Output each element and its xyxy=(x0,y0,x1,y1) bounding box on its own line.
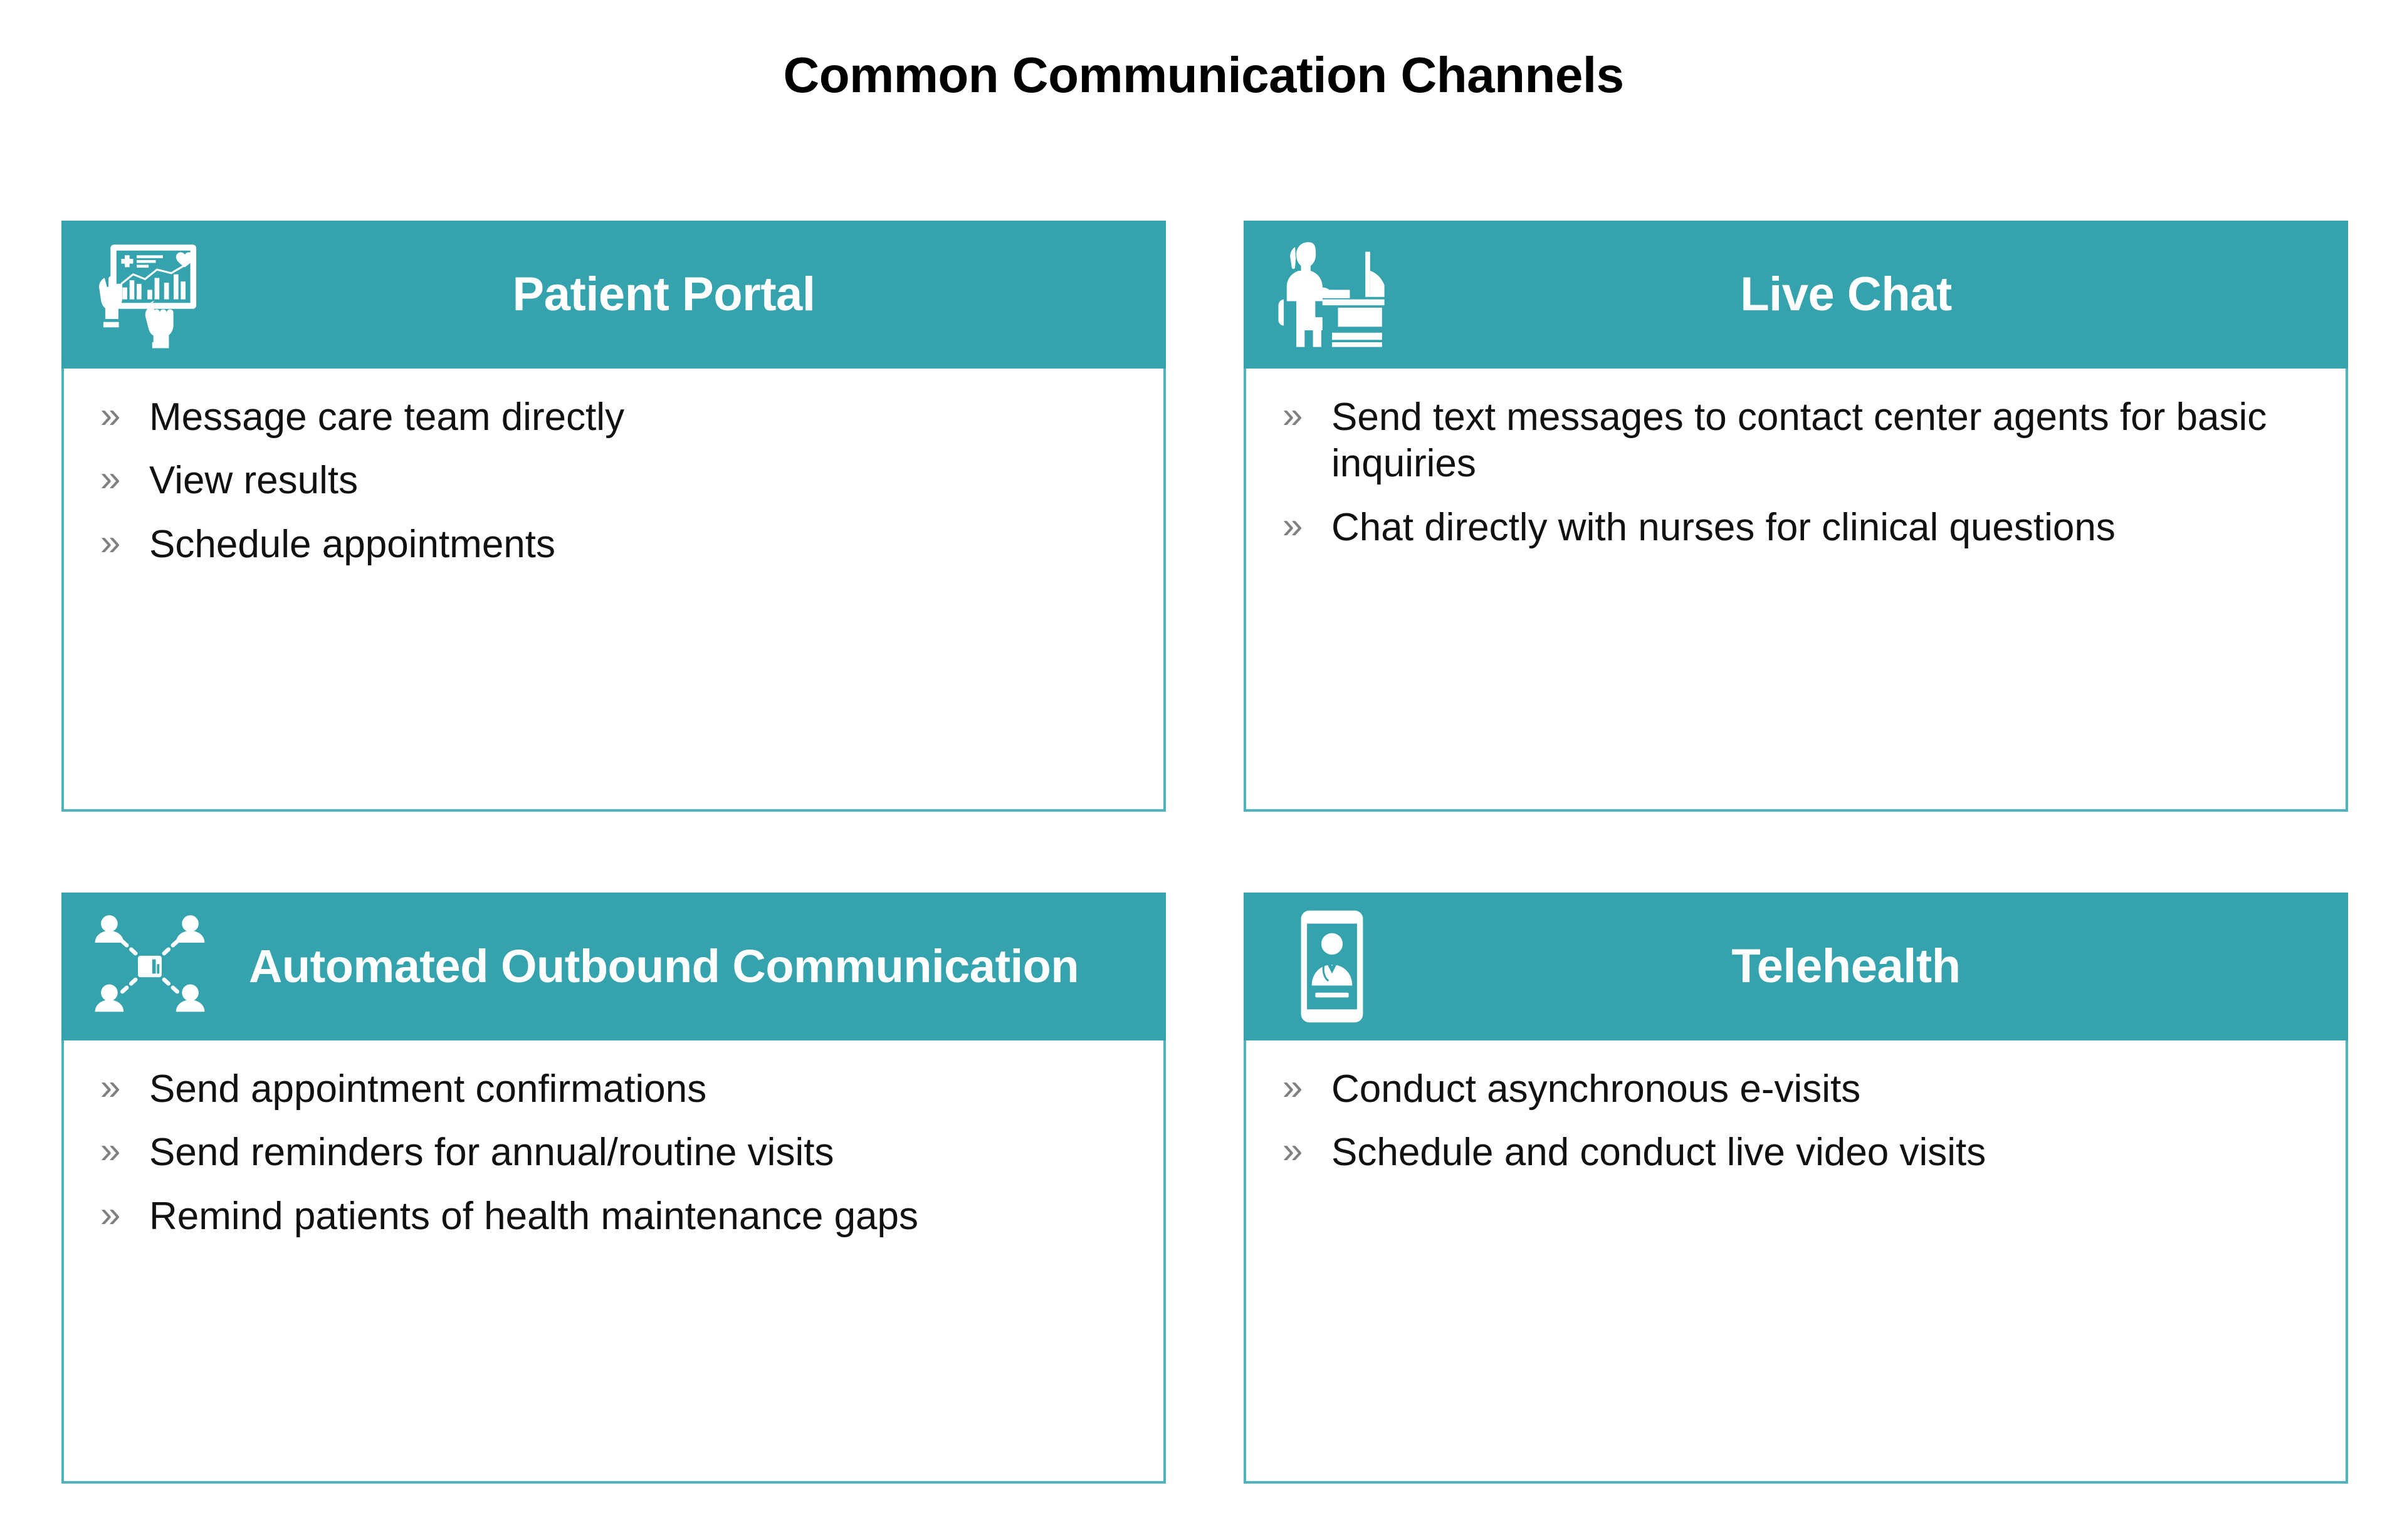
card-body: » Send text messages to contact center a… xyxy=(1244,369,2348,812)
smartphone-doctor-icon xyxy=(1272,907,1392,1026)
bullet-chevron-icon: » xyxy=(1282,505,1303,546)
card-header: Patient Portal xyxy=(61,221,1166,369)
bullet-list: » Conduct asynchronous e-visits » Schedu… xyxy=(1274,1066,2318,1176)
bullet-chevron-icon: » xyxy=(100,1067,121,1108)
list-item-label: View results xyxy=(149,459,359,503)
card-header: Live Chat xyxy=(1244,221,2348,369)
bullet-chevron-icon: » xyxy=(100,1130,121,1171)
person-at-desk-icon xyxy=(1272,235,1392,354)
channel-card-telehealth[interactable]: Telehealth » Conduct asynchronous e-visi… xyxy=(1244,893,2348,1484)
page-title: Common Communication Channels xyxy=(783,47,1624,103)
list-item: » Send reminders for annual/routine visi… xyxy=(92,1129,1136,1176)
card-body: » Conduct asynchronous e-visits » Schedu… xyxy=(1244,1040,2348,1484)
bullet-chevron-icon: » xyxy=(1282,1067,1303,1108)
card-title: Automated Outbound Communication xyxy=(248,940,1079,992)
list-item-label: Send text messages to contact center age… xyxy=(1331,395,2267,486)
card-header: Automated Outbound Communication xyxy=(61,893,1166,1040)
list-item: » Conduct asynchronous e-visits xyxy=(1274,1066,2318,1113)
list-item: » Chat directly with nurses for clinical… xyxy=(1274,504,2318,551)
bullet-chevron-icon: » xyxy=(100,521,121,563)
tablet-dashboard-icon xyxy=(90,235,209,354)
channel-card-grid: Patient Portal » Message care team direc… xyxy=(61,221,2348,1484)
card-title: Telehealth xyxy=(1731,940,1961,993)
card-header: Telehealth xyxy=(1244,893,2348,1040)
bullet-chevron-icon: » xyxy=(100,458,121,500)
card-title: Patient Portal xyxy=(512,268,815,322)
list-item-label: Schedule appointments xyxy=(149,522,556,566)
bullet-chevron-icon: » xyxy=(1282,395,1303,436)
list-item-label: Remind patients of health maintenance ga… xyxy=(149,1194,919,1238)
bullet-chevron-icon: » xyxy=(100,395,121,436)
card-title: Live Chat xyxy=(1740,268,1952,322)
card-body: » Send appointment confirmations » Send … xyxy=(61,1040,1166,1484)
bullet-chevron-icon: » xyxy=(1282,1130,1303,1171)
network-broadcast-icon xyxy=(90,907,209,1026)
channel-card-live-chat[interactable]: Live Chat » Send text messages to contac… xyxy=(1244,221,2348,812)
list-item: » Message care team directly xyxy=(92,394,1136,441)
list-item-label: Send reminders for annual/routine visits xyxy=(149,1131,834,1175)
list-item-label: Send appointment confirmations xyxy=(149,1067,707,1111)
channel-card-patient-portal[interactable]: Patient Portal » Message care team direc… xyxy=(61,221,1166,812)
list-item: » Send appointment confirmations xyxy=(92,1066,1136,1113)
list-item: » Schedule and conduct live video visits xyxy=(1274,1129,2318,1176)
list-item: » Send text messages to contact center a… xyxy=(1274,394,2318,488)
list-item: » Schedule appointments xyxy=(92,521,1136,568)
bullet-list: » Send appointment confirmations » Send … xyxy=(92,1066,1136,1240)
list-item: » Remind patients of health maintenance … xyxy=(92,1193,1136,1240)
bullet-list: » Send text messages to contact center a… xyxy=(1274,394,2318,551)
list-item-label: Schedule and conduct live video visits xyxy=(1331,1131,1986,1175)
list-item-label: Conduct asynchronous e-visits xyxy=(1331,1067,1861,1111)
card-body: » Message care team directly » View resu… xyxy=(61,369,1166,812)
bullet-chevron-icon: » xyxy=(100,1193,121,1235)
channel-card-automated-outbound-communication[interactable]: Automated Outbound Communication » Send … xyxy=(61,893,1166,1484)
list-item: » View results xyxy=(92,457,1136,504)
list-item-label: Message care team directly xyxy=(149,395,625,439)
list-item-label: Chat directly with nurses for clinical q… xyxy=(1331,505,2116,549)
bullet-list: » Message care team directly » View resu… xyxy=(92,394,1136,568)
